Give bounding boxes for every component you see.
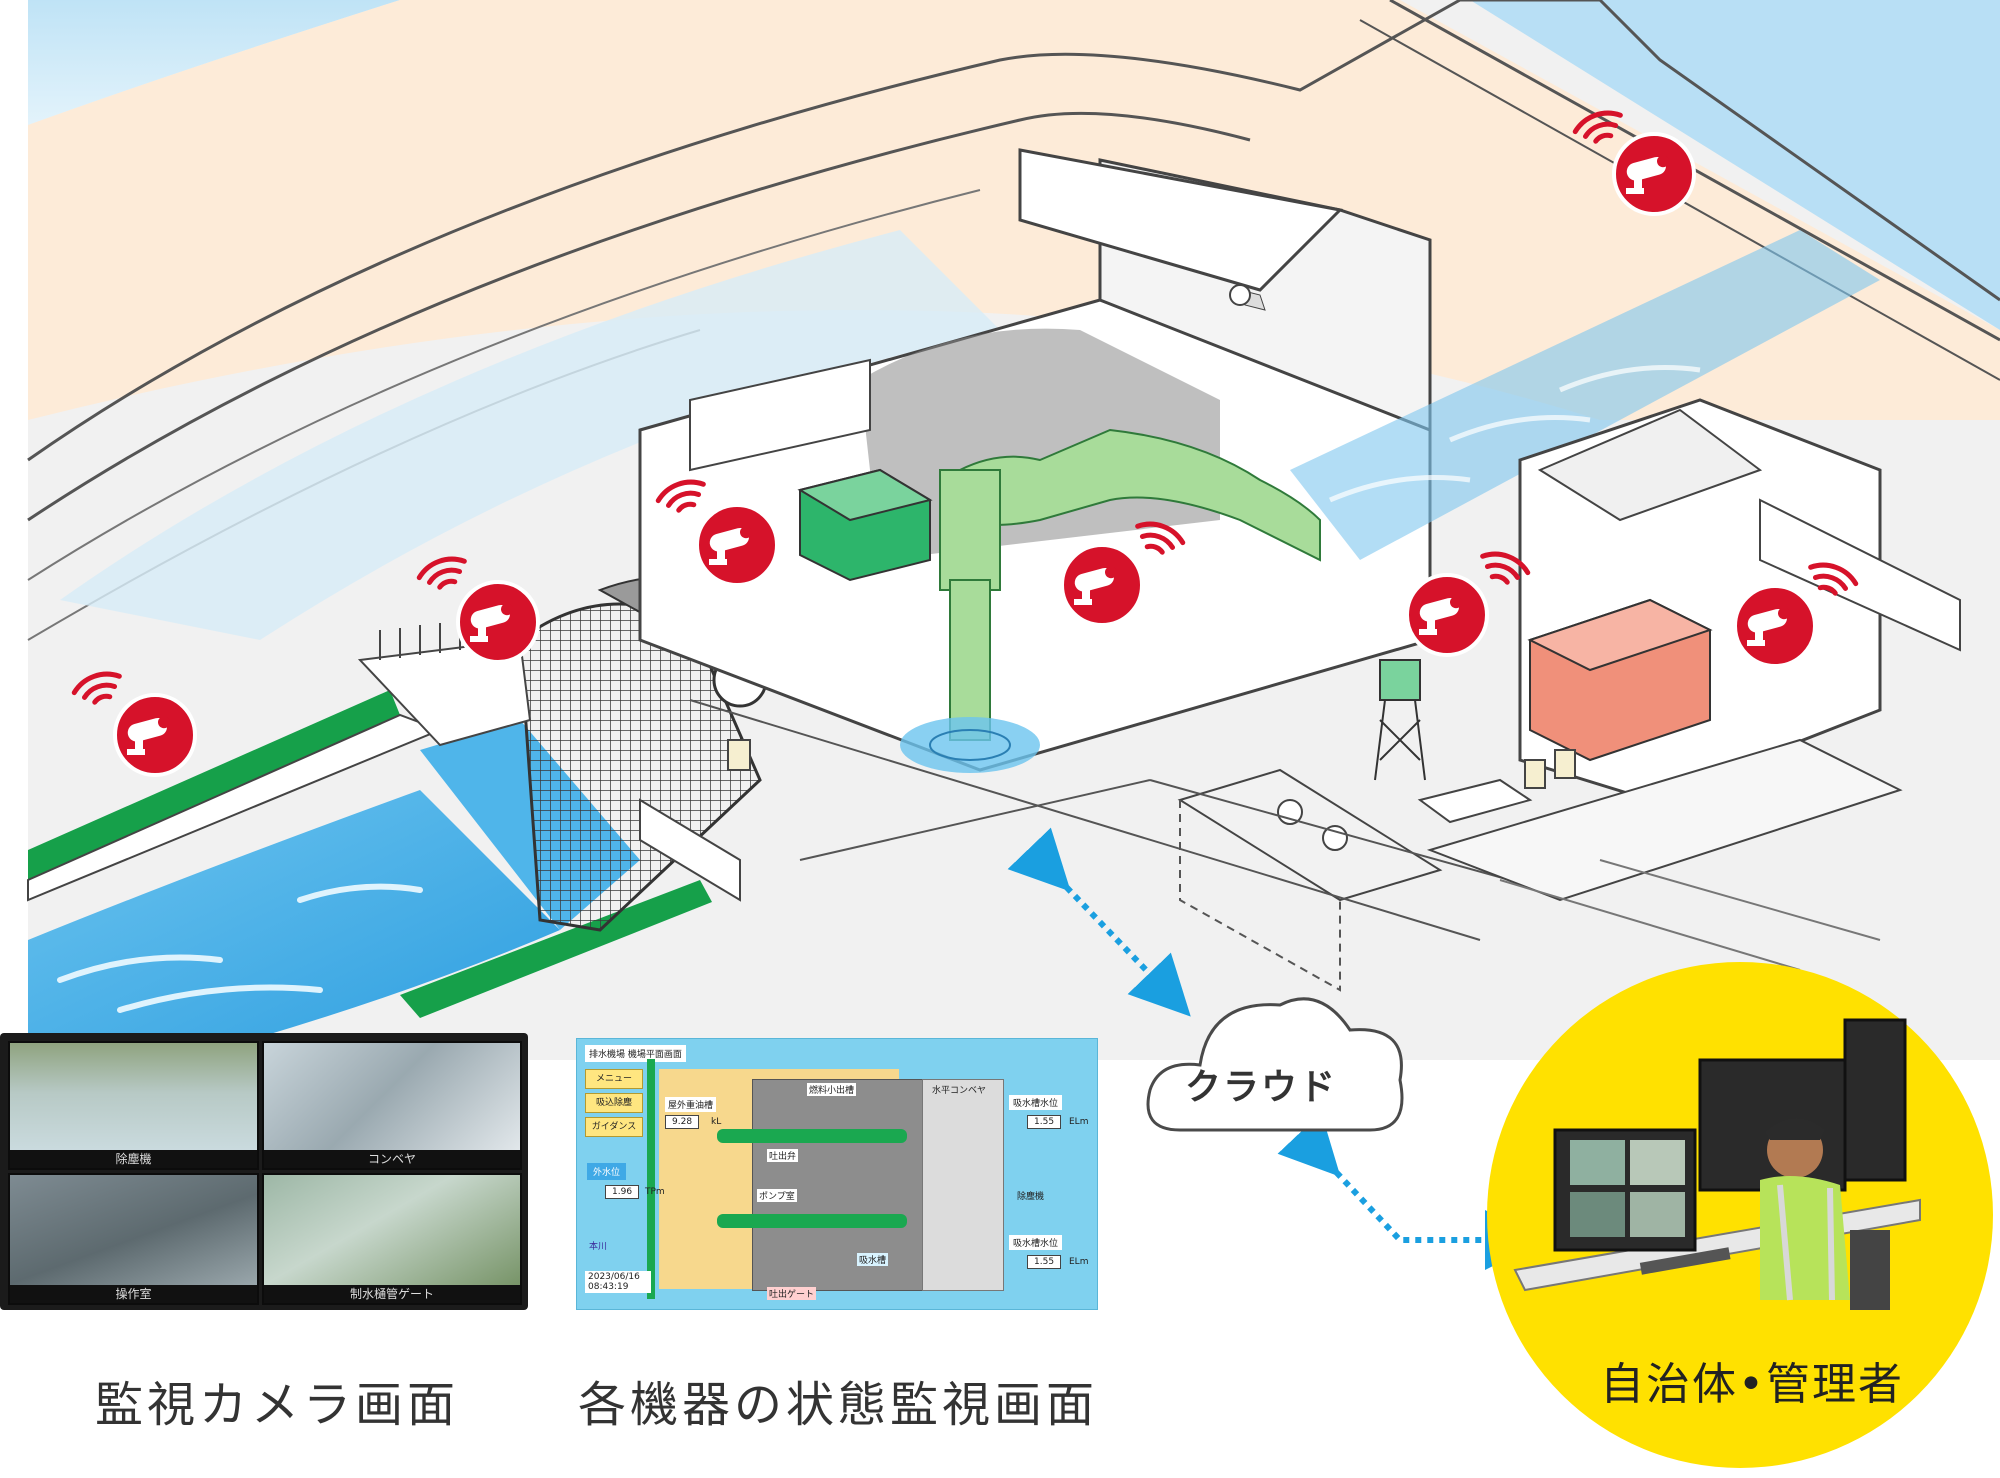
scada-label: 燃料小出槽 [807,1083,857,1096]
scada-label: 吸水槽 [857,1253,889,1266]
ground-area [28,0,2000,420]
scada-intake-level-unit: ELm [1069,1257,1089,1267]
scada-label: 水平コンベヤ [932,1086,987,1096]
scada-intake-level-label: 吸水槽水位 [1009,1235,1063,1250]
scada-label: ポンプ室 [757,1189,797,1202]
monitor [1698,1058,1847,1192]
scada-label: 吐出弁 [767,1149,799,1162]
cloud-label: クラウド [1185,1067,1338,1108]
camera-screen-caption: 監視カメラ画面 [95,1377,460,1433]
scada-outer-level-label: 外水位 [587,1163,627,1180]
admin-label: 自治体•管理者 [1600,1359,1904,1410]
scada-outdoor-tank-label: 屋外重油槽 [665,1097,717,1112]
scada-pump-room [752,1079,924,1291]
scada-menu-item[interactable]: メニュー [585,1069,643,1089]
cloud-icon [1146,997,1404,1132]
double-arrow-icon [1007,827,1191,1017]
camera-tile[interactable]: 1 除塵機 [8,1041,259,1170]
sky-area [28,0,400,125]
camera-tile-label: 操作室 [10,1285,257,1303]
double-arrow-icon [1277,1112,1545,1270]
admin-circle [1487,962,1993,1468]
channel-water [28,790,560,1040]
discharge-pipe [959,428,1321,562]
camera-tile[interactable]: 6 制水樋管ゲート [262,1173,522,1305]
camera-tile-label: 制水樋管ゲート [264,1285,520,1303]
scada-outer-level-unit: TPm [645,1187,665,1197]
camera-monitor: 1 除塵機 コンベヤ 5 操作室 6 制水樋管ゲート [0,1033,528,1310]
scada-datetime: 2023/06/16 08:43:19 [585,1271,651,1293]
river-top [1470,0,2000,330]
camera-tile[interactable]: コンベヤ [262,1041,522,1170]
status-monitor-screen: 排水機場 機場平面画面 メニュー 吸込除塵 ガイダンス 屋外重油槽 9.28 k… [576,1038,1098,1310]
scada-intake-level-unit: ELm [1069,1117,1089,1127]
status-screen-caption: 各機器の状態監視画面 [578,1377,1099,1433]
scada-label: 除塵機 [1017,1192,1045,1202]
camera-tile-label: 除塵機 [10,1150,257,1168]
camera-tile-label: コンベヤ [264,1150,520,1168]
camera-tile[interactable]: 5 操作室 [8,1173,259,1305]
scada-outer-level-value: 1.96 [605,1185,640,1199]
scada-outdoor-tank-value: 9.28 [665,1115,700,1129]
scada-label: 吐出ゲート [767,1287,817,1300]
scada-intake-level-value: 1.55 [1027,1115,1062,1129]
scada-intake-level-label: 吸水槽水位 [1009,1095,1063,1110]
scada-river-label: 本川 [589,1242,608,1252]
channel-wall-left [28,690,400,880]
scada-title: 排水機場 機場平面画面 [585,1045,686,1062]
scada-intake-level-value: 1.55 [1027,1255,1062,1269]
channel-wall-right [400,880,712,1018]
scada-outdoor-tank-unit: kL [711,1117,722,1127]
scada-menu-item[interactable]: 吸込除塵 [585,1093,643,1113]
scada-menu-item[interactable]: ガイダンス [585,1117,643,1137]
